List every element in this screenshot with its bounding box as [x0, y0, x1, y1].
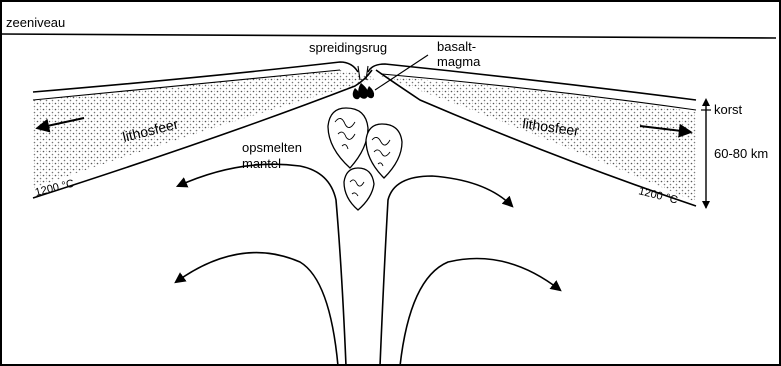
sea-level-line	[1, 34, 776, 38]
convection-cell-right	[400, 259, 560, 366]
sea-level-label: zeeniveau	[6, 15, 65, 30]
convection-cell-left	[176, 253, 338, 366]
melting-mantle-label-line2: mantel	[242, 156, 281, 171]
upwelling-flow-right	[380, 176, 512, 366]
thickness-label: 60-80 km	[714, 146, 768, 161]
melting-mantle-diapirs	[328, 108, 402, 210]
thickness-scale-top-arrow	[702, 98, 710, 106]
basalt-magma-label-line2: magma	[437, 54, 481, 69]
lithosphere-right-fill	[380, 76, 696, 202]
thickness-scale-bottom-arrow	[702, 201, 710, 209]
spreading-ridge-label: spreidingsrug	[309, 40, 387, 55]
crust-label: korst	[714, 102, 743, 117]
basalt-magma-label-line1: basalt-	[437, 39, 476, 54]
melting-mantle-label-line1: opsmelten	[242, 140, 302, 155]
